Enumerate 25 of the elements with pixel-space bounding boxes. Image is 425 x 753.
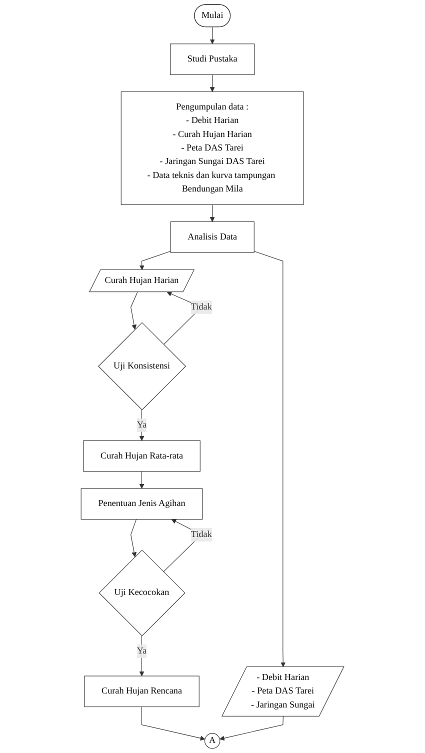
arrow bbox=[210, 204, 215, 222]
arrow bbox=[130, 519, 137, 558]
node-box: Curah Hujan Rencana bbox=[84, 676, 200, 708]
node-box: Curah Hujan Rata-rata bbox=[83, 440, 200, 472]
arrow bbox=[220, 716, 284, 741]
node-diamond: Uji Konsistensi bbox=[98, 322, 186, 410]
edge-label: Ya bbox=[136, 420, 147, 430]
arrow bbox=[139, 471, 144, 489]
arrow bbox=[210, 26, 215, 44]
arrow bbox=[139, 251, 171, 270]
arrow bbox=[210, 74, 215, 92]
node-box: Studi Pustaka bbox=[170, 44, 255, 75]
arrow bbox=[139, 410, 144, 441]
node-box: Analisis Data bbox=[170, 221, 254, 253]
arrow bbox=[141, 706, 206, 741]
edge-label: Tidak bbox=[190, 302, 212, 312]
arrow bbox=[254, 251, 286, 668]
node-diamond: Uji Kecocokan bbox=[98, 550, 186, 636]
node-box: Pengumpulan data : - Debit Harian - Curah Hujan Harian - Peta DAS Tarei - Jaringan Sungai DAS Tarei - Data teknis dan kurva tampungan Bendungan Mila bbox=[120, 91, 304, 205]
arrow bbox=[139, 636, 144, 676]
arrow bbox=[130, 292, 138, 330]
edge-label: Tidak bbox=[190, 530, 212, 540]
node-box: Penentuan Jenis Agihan bbox=[80, 488, 203, 520]
edge-label: Ya bbox=[136, 646, 147, 656]
node-circle: A bbox=[204, 733, 220, 749]
